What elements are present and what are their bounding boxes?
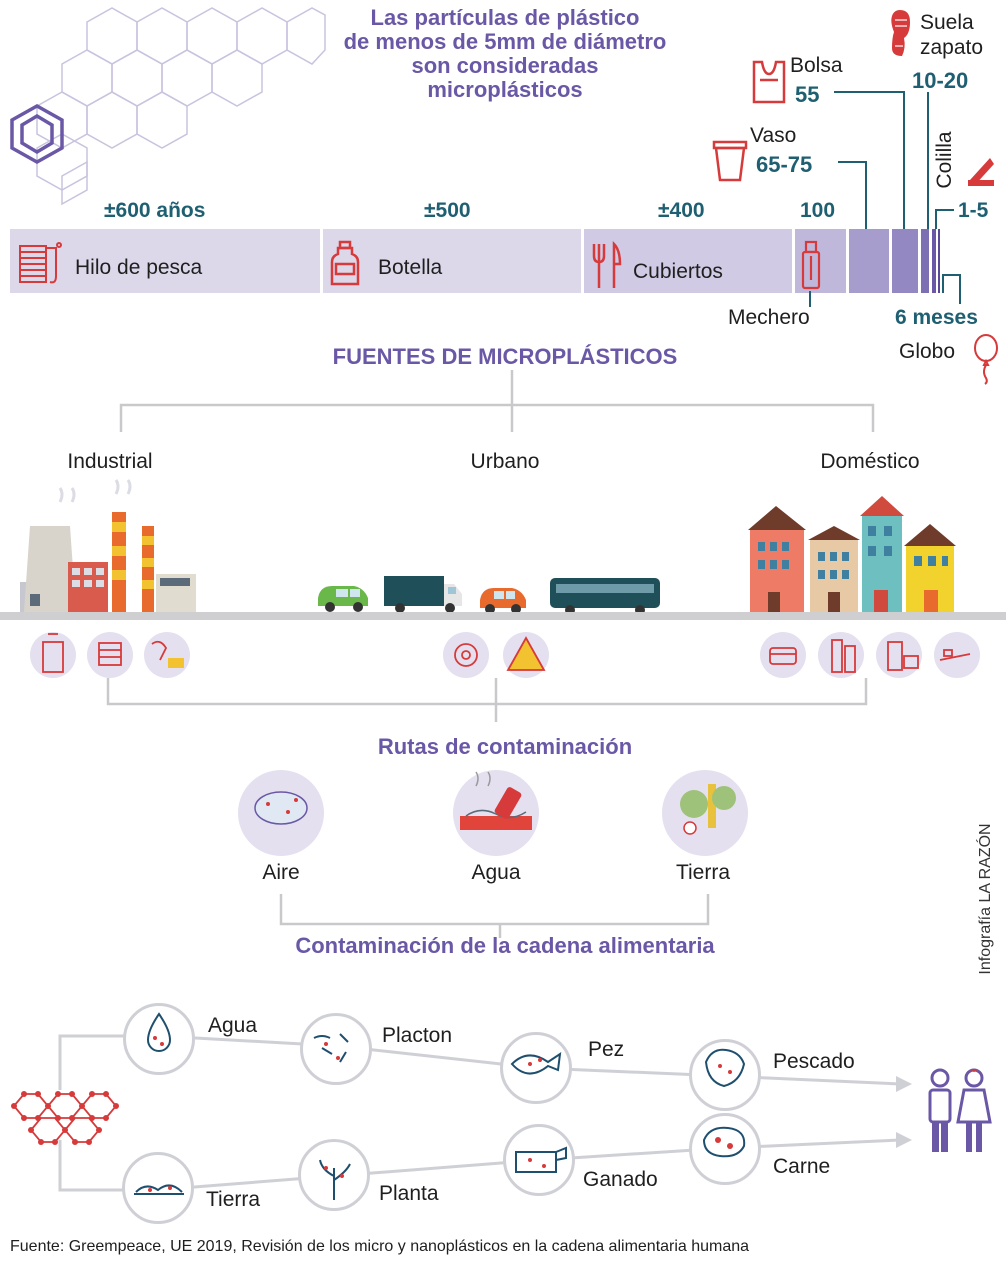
timeline-year-label: ±500 bbox=[424, 199, 471, 222]
header-title-line: microplásticos bbox=[427, 77, 583, 102]
shoe-sole-icon bbox=[891, 10, 910, 56]
timeline-segment bbox=[10, 229, 320, 293]
textile-icon bbox=[87, 632, 133, 678]
timeline-item-label: Mechero bbox=[728, 306, 810, 329]
timeline-item-label: Hilo de pesca bbox=[75, 256, 203, 279]
molecule-icon bbox=[11, 1091, 119, 1145]
timeline-item-label: Cubiertos bbox=[633, 260, 723, 283]
tire-icon bbox=[443, 632, 489, 678]
bag-icon bbox=[752, 60, 786, 104]
header-title-line: son consideradas bbox=[411, 53, 599, 78]
food-chain-icon-glyphs bbox=[134, 1012, 746, 1200]
route-label: Aire bbox=[262, 861, 300, 884]
timeline-segment bbox=[892, 229, 918, 293]
lighter-icon bbox=[801, 240, 821, 290]
callout-bolsa-name: Bolsa bbox=[790, 54, 843, 77]
fish-steak-icon bbox=[689, 1039, 761, 1111]
routes-bracket bbox=[279, 894, 710, 938]
hexagon-pattern-decoration bbox=[10, 7, 326, 206]
credit-text: Infografía LA RAZÓN bbox=[977, 823, 994, 975]
timeline-segment bbox=[938, 229, 940, 293]
callout-colilla-value: 1-5 bbox=[958, 199, 989, 222]
route-icons-glyphs bbox=[254, 771, 736, 835]
meat-icon bbox=[689, 1113, 761, 1185]
lighter-leader-line bbox=[809, 291, 811, 307]
callout-globo-name: Globo bbox=[899, 340, 956, 363]
callout-leader-lines bbox=[834, 91, 961, 304]
paint-icon bbox=[30, 632, 76, 678]
food-chain-label: Placton bbox=[382, 1024, 453, 1047]
header-title: Las partículas de plástico de menos de 5… bbox=[300, 6, 710, 102]
ground-line bbox=[0, 612, 1006, 620]
sources-bottom-bracket bbox=[106, 678, 868, 722]
timeline-item-label: Botella bbox=[378, 256, 443, 279]
vehicles-illustration bbox=[318, 576, 660, 615]
callout-bolsa-value: 55 bbox=[795, 82, 820, 107]
soil-icon bbox=[122, 1152, 194, 1224]
route-label: Tierra bbox=[675, 861, 731, 884]
source-category-label: Doméstico bbox=[820, 450, 920, 473]
food-chain-title: Contaminación de la cadena alimentaria bbox=[295, 933, 715, 958]
factory-illustration bbox=[20, 479, 196, 612]
food-chain-label: Tierra bbox=[206, 1188, 261, 1211]
timeline-year-label: ±400 bbox=[658, 199, 705, 222]
food-chain-label: Carne bbox=[773, 1155, 831, 1178]
callout-suela-label: Suela zapato bbox=[920, 11, 984, 59]
toothbrush-icon bbox=[934, 632, 980, 678]
food-chain-label: Pescado bbox=[773, 1050, 855, 1073]
callout-suela-name: Suela zapato bbox=[920, 10, 1000, 60]
food-chain-label: Planta bbox=[379, 1182, 439, 1205]
plankton-icon bbox=[300, 1013, 372, 1085]
source-category-label: Urbano bbox=[470, 450, 540, 473]
callout-vaso-value: 65-75 bbox=[756, 152, 813, 177]
fishing-line-icon bbox=[19, 242, 62, 284]
cutlery-icon bbox=[592, 240, 622, 288]
route-label: Agua bbox=[471, 861, 521, 884]
timeline-segment bbox=[921, 229, 929, 293]
food-chain-label: Ganado bbox=[583, 1168, 658, 1191]
routes-title: Rutas de contaminación bbox=[377, 734, 633, 759]
timeline-segment bbox=[849, 229, 889, 293]
header-title-line: Las partículas de plástico bbox=[370, 5, 640, 30]
callout-suela-value: 10-20 bbox=[912, 68, 969, 93]
people-icon bbox=[928, 1068, 992, 1152]
timeline-segment bbox=[932, 229, 936, 293]
timeline-year-label: ±600 años bbox=[104, 199, 206, 222]
food-chain-label: Agua bbox=[208, 1014, 258, 1037]
fish-icon bbox=[500, 1032, 572, 1104]
callout-globo-value: 6 meses bbox=[895, 306, 978, 329]
timeline-year-label: 100 bbox=[800, 199, 836, 222]
callout-vaso-name: Vaso bbox=[750, 124, 797, 147]
soil-trees-icon bbox=[662, 770, 748, 856]
cigarette-icon bbox=[968, 158, 994, 186]
source-category-label: Industrial bbox=[67, 450, 153, 473]
bottle-icon bbox=[330, 240, 360, 286]
timeline-segment bbox=[584, 229, 792, 293]
cleaning-icon bbox=[144, 632, 190, 678]
header-title-line: de menos de 5mm de diámetro bbox=[343, 29, 667, 54]
food-chain-label: Pez bbox=[588, 1038, 625, 1061]
timeline-segment bbox=[323, 229, 581, 293]
sources-title: FUENTES DE MICROPLÁSTICOS bbox=[332, 344, 678, 369]
source-icons-glyphs bbox=[42, 633, 971, 673]
sources-bracket bbox=[119, 370, 875, 432]
balloon-icon bbox=[974, 334, 998, 385]
food-container-icon bbox=[760, 632, 806, 678]
cup-icon bbox=[712, 140, 748, 182]
houses-illustration bbox=[748, 496, 956, 614]
source-note: Fuente: Greempeace, UE 2019, Revisión de… bbox=[10, 1238, 750, 1255]
